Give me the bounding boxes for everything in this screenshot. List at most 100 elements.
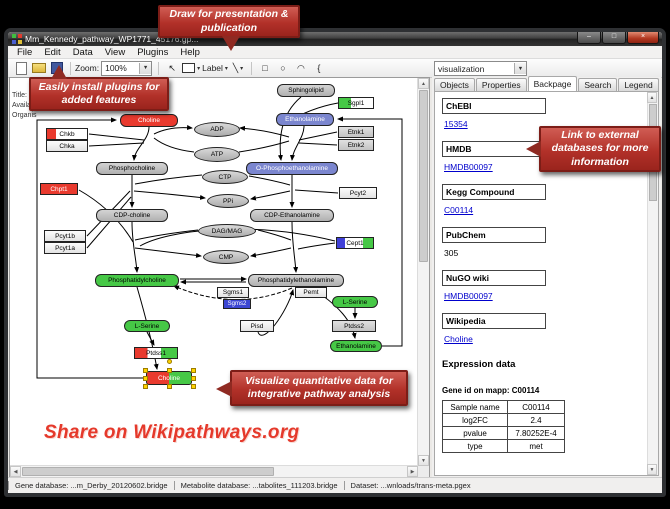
zoom-combobox[interactable]: 100% ▼ <box>101 60 153 76</box>
pathway-node-ptdss2[interactable]: Ptdss2 <box>332 320 376 332</box>
menu-file[interactable]: File <box>17 46 33 58</box>
pathway-node-chkb[interactable]: Chkb <box>46 128 88 140</box>
tab-objects[interactable]: Objects <box>434 78 475 91</box>
visualization-combobox[interactable]: visualization ▼ <box>434 61 527 76</box>
open-button[interactable] <box>31 61 47 76</box>
pathway-node-pcyt2[interactable]: Pcyt2 <box>339 187 377 199</box>
pathway-node-cdp-ethanolamine[interactable]: CDP-Ethanolamine <box>250 209 334 222</box>
chevron-down-icon[interactable]: ▾ <box>197 65 201 72</box>
tab-properties[interactable]: Properties <box>475 78 527 91</box>
pathway-node-phosphatidylethanolamine[interactable]: Phosphatidylethanolamine <box>248 274 344 287</box>
close-button[interactable]: × <box>627 32 659 44</box>
rectangle-shape-button[interactable]: □ <box>262 63 268 73</box>
pathway-node-adp[interactable]: ADP <box>194 122 240 137</box>
section-link-wikipedia[interactable]: Choline <box>444 334 473 344</box>
toolbar-separator <box>70 61 71 75</box>
canvas-horizontal-scrollbar[interactable]: ◀ ▶ <box>10 465 418 477</box>
pathway-node-choline[interactable]: Choline <box>143 359 196 389</box>
selection-handle[interactable] <box>191 376 196 381</box>
pathway-node-sgpl1[interactable]: Sgpl1 <box>338 97 374 109</box>
vertical-scroll-thumb[interactable] <box>419 90 428 262</box>
scroll-down-icon[interactable]: ▼ <box>418 455 429 466</box>
pathway-node-ctp[interactable]: CTP <box>202 170 248 184</box>
pathway-node-ppi[interactable]: PPi <box>207 194 249 208</box>
pathway-node-choline[interactable]: Choline <box>120 114 178 127</box>
menu-help[interactable]: Help <box>180 46 200 58</box>
selection-handle[interactable] <box>143 376 148 381</box>
pathway-node-cdp-choline[interactable]: CDP-choline <box>96 209 168 222</box>
pathway-node-l-serine[interactable]: L-Serine <box>124 320 170 332</box>
horizontal-scroll-thumb[interactable] <box>22 467 274 476</box>
scroll-left-icon[interactable]: ◀ <box>10 466 21 477</box>
chevron-down-icon[interactable]: ▾ <box>224 65 228 72</box>
pathway-node-cmp[interactable]: CMP <box>203 250 249 264</box>
pathway-node-chpt1[interactable]: Chpt1 <box>40 183 78 195</box>
scroll-up-icon[interactable]: ▲ <box>647 92 657 103</box>
section-header-chebi: ChEBI <box>442 98 546 114</box>
section-link-hmdb[interactable]: HMDB00097 <box>444 162 493 172</box>
menu-view[interactable]: View <box>104 46 126 58</box>
label-tool-button[interactable]: Label ▾ <box>202 61 228 76</box>
rotation-handle[interactable] <box>167 359 172 364</box>
pathway-node-cept1[interactable]: Cept1 <box>336 237 374 249</box>
selection-handle[interactable] <box>191 368 196 373</box>
tab-legend[interactable]: Legend <box>618 78 659 91</box>
pathway-node-ptdss1[interactable]: Ptdss1 <box>134 347 178 359</box>
pathway-node-phosphocholine[interactable]: Phosphocholine <box>96 162 168 175</box>
tab-backpage[interactable]: Backpage <box>527 76 578 91</box>
ellipse-shape-button[interactable]: ○ <box>280 63 286 73</box>
minimize-button[interactable]: – <box>577 32 601 44</box>
pathway-node-sgms2[interactable]: Sgms2 <box>223 299 251 309</box>
callout-draw-publication: Draw for presentation & publication <box>158 5 300 51</box>
pathway-node-etnk2[interactable]: Etnk2 <box>338 139 374 151</box>
selection-handle[interactable] <box>167 368 172 373</box>
menu-plugins[interactable]: Plugins <box>137 46 169 58</box>
pathway-node-phosphatidylcholine[interactable]: Phosphatidylcholine <box>95 274 179 287</box>
pathway-node-sphingolipid[interactable]: Sphingolipid <box>277 84 335 97</box>
selection-handle[interactable] <box>191 384 196 389</box>
chevron-down-icon[interactable]: ▾ <box>240 65 244 72</box>
status-segment: Metabolite database: ...tabolites_111203… <box>173 481 344 490</box>
callout-install-plugins: Easily install plugins for added feature… <box>29 65 169 111</box>
brace-shape-button[interactable]: { <box>317 63 321 73</box>
pathway-node-pisd[interactable]: Pisd <box>240 320 274 332</box>
zoom-dropdown-icon[interactable]: ▼ <box>139 62 152 74</box>
expression-table-cell: log2FC <box>442 413 508 427</box>
pathway-node-chka[interactable]: Chka <box>46 140 88 152</box>
pathway-node-ethanolamine[interactable]: Ethanolamine <box>276 113 334 126</box>
scroll-down-icon[interactable]: ▼ <box>647 464 657 475</box>
maximize-button[interactable]: □ <box>602 32 626 44</box>
tab-search[interactable]: Search <box>578 78 618 91</box>
pathway-node-l-serine[interactable]: L-Serine <box>332 296 378 308</box>
pathway-node-o-phosphoethanolamine[interactable]: O-Phosphoethanolamine <box>246 162 338 175</box>
pathway-node-pcyt1b[interactable]: Pcyt1b <box>44 230 86 242</box>
section-link-chebi[interactable]: 15354 <box>444 119 468 129</box>
datanode-tool-button[interactable]: ▾ <box>182 61 200 76</box>
arc-shape-button[interactable]: ◠ <box>297 62 305 73</box>
scroll-up-icon[interactable]: ▲ <box>418 78 429 89</box>
select-tool-button[interactable]: ↖ <box>168 62 176 73</box>
pathway-node-dag-mag[interactable]: DAG/MAG <box>198 224 256 238</box>
menu-data[interactable]: Data <box>72 46 93 58</box>
line-tool-button[interactable]: ╲ ▾ <box>230 61 246 76</box>
canvas-vertical-scrollbar[interactable]: ▲ ▼ <box>417 78 429 466</box>
pathway-node-ethanolamine[interactable]: Ethanolamine <box>330 340 382 352</box>
visualization-dropdown-icon[interactable]: ▼ <box>514 63 526 74</box>
section-link-kegg-compound[interactable]: C00114 <box>444 205 474 215</box>
selection-handle[interactable] <box>143 384 148 389</box>
menu-edit[interactable]: Edit <box>44 46 61 58</box>
selection-handle[interactable] <box>143 368 148 373</box>
pathway-node-atp[interactable]: ATP <box>194 147 240 162</box>
section-link-nugo-wiki[interactable]: HMDB00097 <box>444 291 493 301</box>
pathway-node-pcyt1a[interactable]: Pcyt1a <box>44 242 86 254</box>
titlebar[interactable]: Mm_Kennedy_pathway_WP1771_45176.gp... – … <box>8 32 662 46</box>
scroll-right-icon[interactable]: ▶ <box>407 466 418 477</box>
label-tool-text: Label <box>202 63 223 73</box>
selection-handle[interactable] <box>167 384 172 389</box>
new-button[interactable] <box>13 61 29 76</box>
pathway-node-etnk1[interactable]: Etnk1 <box>338 126 374 138</box>
pathway-node-sgms1[interactable]: Sgms1 <box>217 287 249 298</box>
share-text: Share on Wikipathways.org <box>44 422 300 443</box>
pathway-node-pemt[interactable]: Pemt <box>295 287 327 298</box>
